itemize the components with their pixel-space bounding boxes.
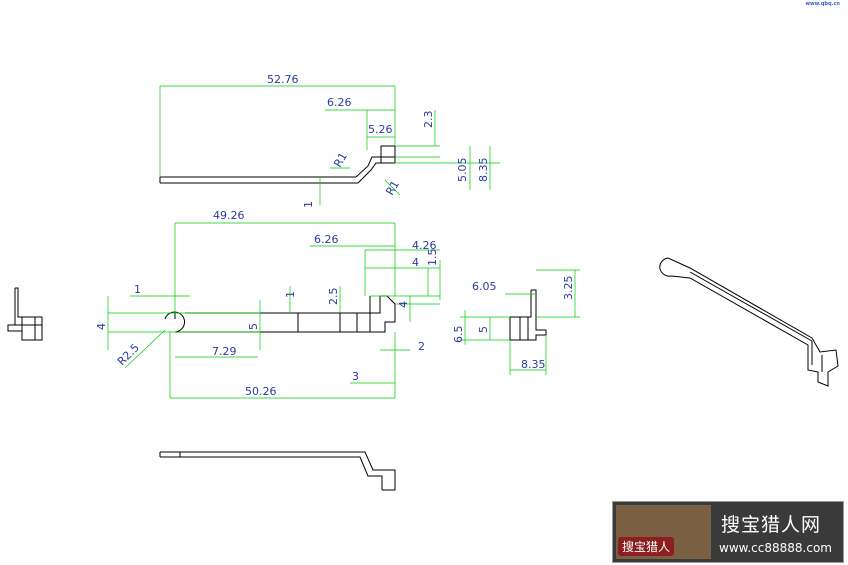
svg-text:1.5: 1.5	[426, 249, 439, 267]
svg-text:1: 1	[302, 201, 315, 208]
svg-text:4.26: 4.26	[412, 239, 437, 252]
svg-text:5: 5	[247, 323, 260, 330]
svg-text:52.76: 52.76	[267, 73, 299, 86]
svg-text:6.26: 6.26	[314, 233, 339, 246]
svg-text:R1: R1	[383, 178, 402, 197]
svg-text:2.5: 2.5	[327, 288, 340, 306]
watermark-badge: 搜宝猎人	[618, 537, 675, 556]
svg-text:2.3: 2.3	[422, 111, 435, 129]
left-side-view	[7, 287, 43, 341]
svg-text:1: 1	[134, 283, 141, 296]
svg-text:50.26: 50.26	[245, 385, 277, 398]
svg-text:2: 2	[418, 340, 425, 353]
svg-text:49.26: 49.26	[213, 209, 245, 222]
svg-text:5.26: 5.26	[368, 123, 393, 136]
watermark-url: www.cc88888.com	[719, 541, 832, 555]
right-side-view-dims	[460, 269, 580, 375]
svg-text:R2.5: R2.5	[115, 341, 142, 368]
isometric-view	[659, 257, 839, 387]
svg-text:8.35: 8.35	[521, 358, 546, 371]
svg-text:8.35: 8.35	[477, 158, 490, 183]
svg-text:R1: R1	[331, 150, 350, 169]
svg-text:4: 4	[412, 256, 419, 269]
right-side-view-part	[509, 289, 547, 341]
svg-text:6.26: 6.26	[327, 96, 352, 109]
watermark-banner: 搜宝猎人 搜宝猎人网 www.cc88888.com	[612, 501, 844, 563]
plan-view-dims	[107, 222, 441, 399]
top-view-dim-labels: 52.76 6.26 5.26 2.3 8.35 5.05 R1 R1 1	[267, 73, 490, 208]
svg-text:3.25: 3.25	[562, 276, 575, 301]
svg-text:4: 4	[397, 301, 410, 308]
svg-text:5.05: 5.05	[456, 158, 469, 183]
plan-view-part	[164, 295, 396, 333]
svg-text:4: 4	[95, 323, 108, 330]
site-url: www.qbq.cn	[805, 1, 840, 7]
svg-text:5: 5	[477, 326, 490, 333]
svg-text:1: 1	[284, 291, 297, 298]
plan-view-dim-labels: 49.26 6.26 4.26 4 1.5 1 1 2.5 4 4 5 R2.5…	[95, 209, 439, 398]
svg-text:3: 3	[352, 370, 359, 383]
svg-text:7.29: 7.29	[212, 345, 237, 358]
right-side-view-dim-labels: 6.05 3.25 6.5 5 8.35	[452, 276, 575, 372]
top-view-part	[159, 145, 396, 184]
svg-text:6.5: 6.5	[452, 326, 465, 344]
svg-text:6.05: 6.05	[472, 280, 497, 293]
bottom-view	[159, 451, 396, 491]
top-view-dims	[159, 85, 500, 205]
watermark-title: 搜宝猎人网	[721, 514, 822, 536]
